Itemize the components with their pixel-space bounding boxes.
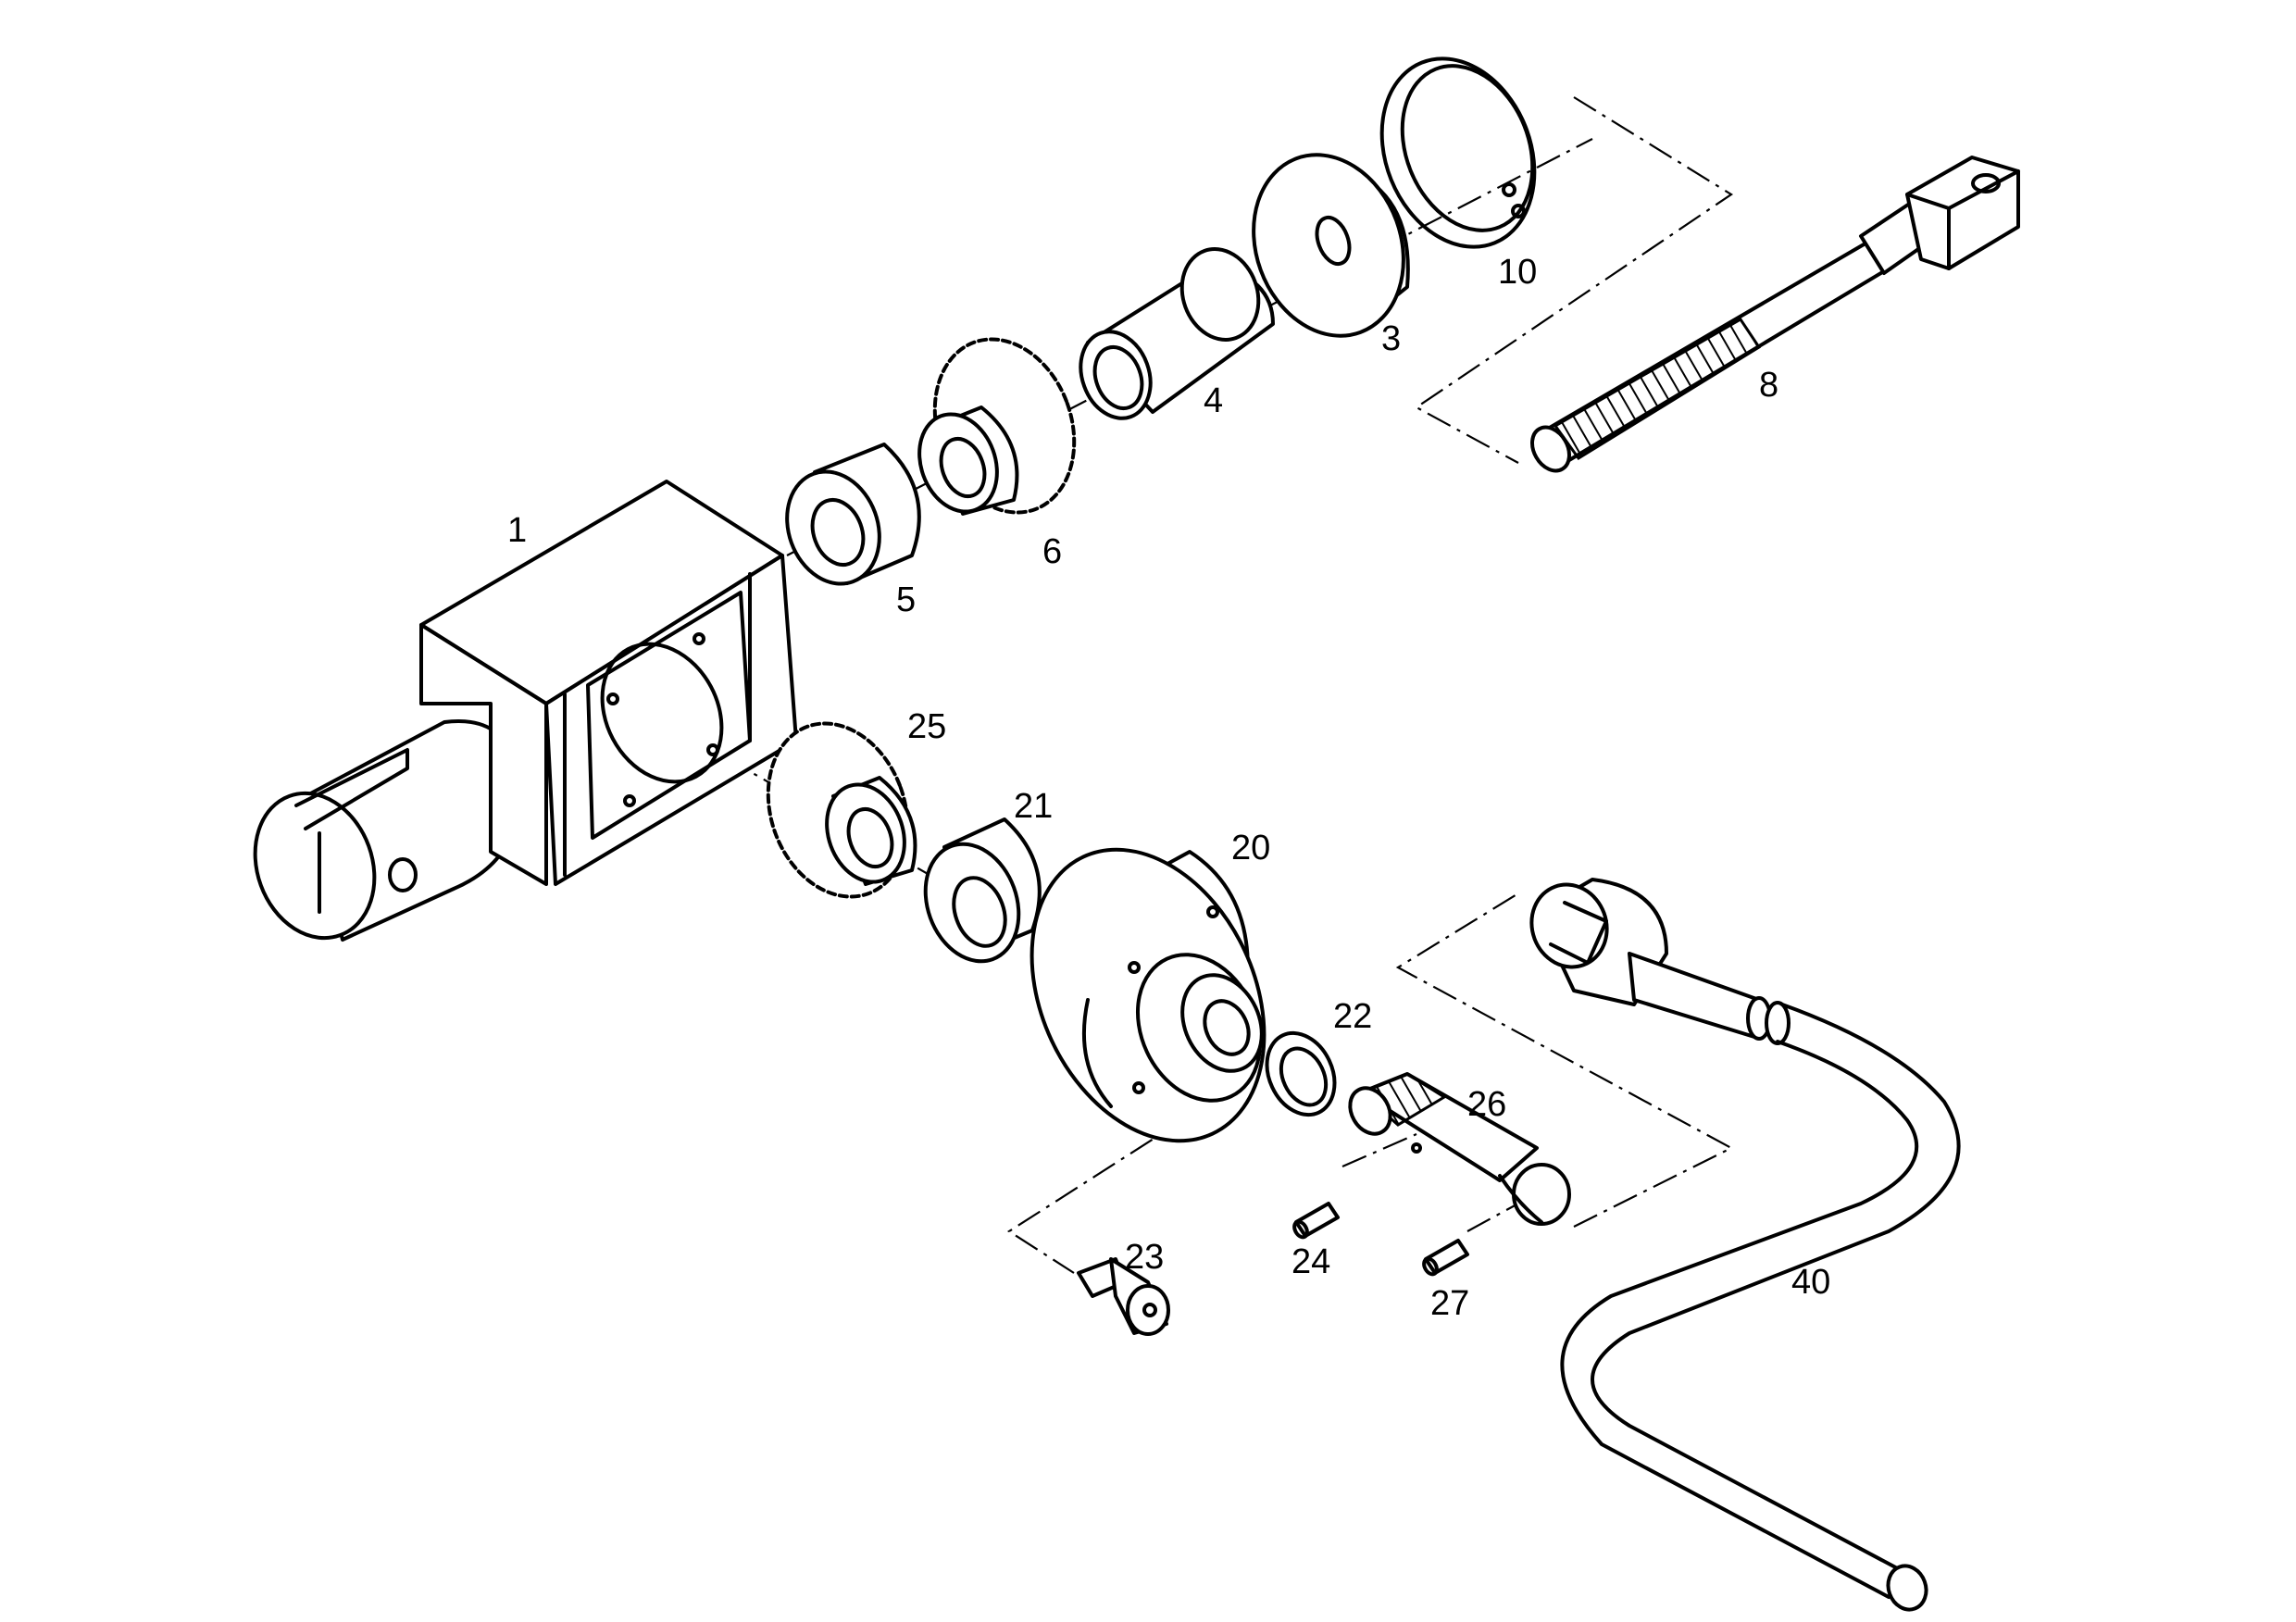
part-1-housing [253,480,798,942]
label-part-8: 8 [1759,366,1778,405]
label-part-23: 23 [1125,1238,1164,1277]
label-part-20: 20 [1231,829,1270,867]
label-part-5: 5 [896,580,916,619]
part-4-sleeve [1079,247,1275,420]
part-23-cap-screw [1077,1257,1170,1336]
part-8-threaded-rod [1530,156,2020,473]
part-20-flange [1029,847,1267,1143]
label-part-25: 25 [907,707,946,746]
part-40-crank-handle [1529,878,1961,1612]
part-labels: 1 3 4 5 6 8 10 20 21 22 23 24 25 26 27 4… [507,253,1830,1323]
part-27-dowel-pin [1422,1239,1469,1277]
label-part-1: 1 [507,511,527,550]
label-part-22: 22 [1333,997,1372,1036]
label-part-27: 27 [1430,1284,1469,1323]
part-21-bushing [923,817,1042,964]
label-part-21: 21 [1014,787,1053,826]
label-part-3: 3 [1381,319,1401,358]
label-part-40: 40 [1791,1263,1830,1302]
label-part-4: 4 [1204,381,1223,420]
label-part-10: 10 [1498,253,1537,292]
label-part-24: 24 [1292,1242,1330,1281]
part-10-retaining-ring [1379,56,1537,249]
label-part-26: 26 [1467,1085,1506,1124]
label-part-6: 6 [1042,532,1062,571]
part-24-dowel-pin [1292,1202,1340,1240]
part-22-ring [1265,1030,1337,1117]
part-3-washer [1252,153,1410,338]
part-5-bushing [785,443,921,586]
part-25-sprocket [766,721,917,899]
part-6-sprocket [917,337,1077,516]
part-26-pin-shaft [1348,1072,1571,1226]
